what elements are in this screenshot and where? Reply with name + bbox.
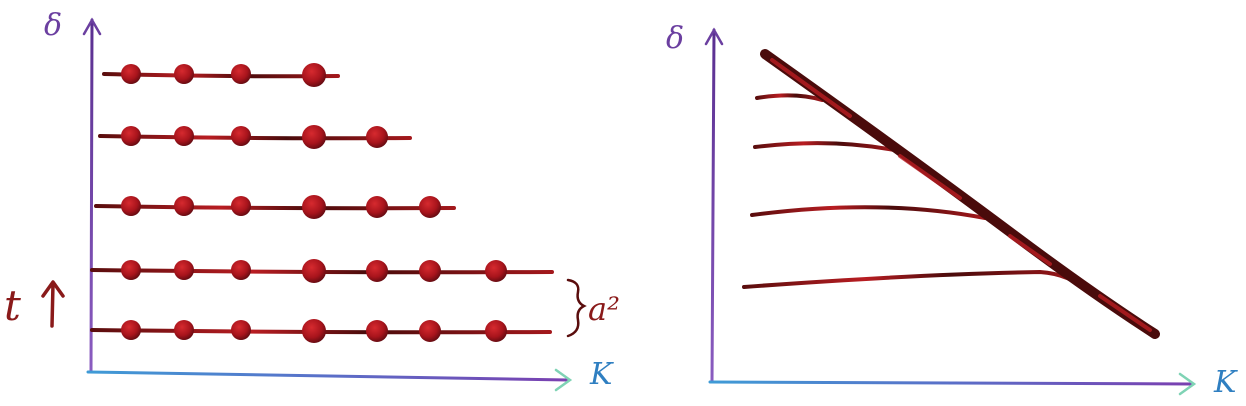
- left-x-axis: [86, 370, 570, 382]
- time-label: t: [4, 281, 21, 330]
- lattice-row-line: [94, 204, 456, 211]
- lattice-dot: [302, 125, 326, 149]
- lattice-dot: [302, 319, 326, 343]
- lattice-dot: [231, 196, 251, 216]
- lattice-dot: [174, 260, 194, 280]
- lattice-dot: [366, 126, 388, 148]
- left-y-axis-arrowhead: [82, 17, 102, 36]
- lattice-dot: [302, 259, 326, 283]
- spacing-brace-icon: [566, 278, 587, 338]
- lattice-dot: [174, 126, 194, 146]
- lattice-dot: [231, 260, 251, 280]
- spacing-label: a²: [588, 290, 620, 328]
- curve-3: [750, 205, 987, 220]
- lattice-dot: [302, 195, 326, 219]
- envelope-line-highlight: [770, 58, 1152, 332]
- lattice-dot: [366, 196, 388, 218]
- right-panel: δ K: [666, 21, 1238, 400]
- lattice-dot: [174, 320, 194, 340]
- lattice-dot: [231, 64, 251, 84]
- lattice-dot: [419, 260, 441, 282]
- lattice-dot: [366, 260, 388, 282]
- lattice-dot: [174, 196, 194, 216]
- right-y-axis-arrowhead: [704, 27, 724, 46]
- lattice-dot: [231, 126, 251, 146]
- right-x-axis-label: K: [1213, 365, 1238, 400]
- lattice-dot: [366, 320, 388, 342]
- left-y-axis-label: δ: [44, 8, 62, 43]
- lattice-dot: [302, 63, 326, 87]
- lattice-dot: [419, 196, 441, 218]
- lattice-dot: [485, 260, 507, 282]
- left-x-axis-arrowhead: [554, 368, 573, 392]
- lattice-dot: [485, 320, 507, 342]
- lattice-dot: [121, 260, 141, 280]
- left-y-axis: [89, 18, 94, 374]
- left-x-axis-label: K: [589, 357, 614, 392]
- lattice-dot: [121, 320, 141, 340]
- right-y-axis-label: δ: [666, 21, 684, 56]
- curve-4: [742, 269, 1090, 294]
- curve-2: [753, 141, 896, 152]
- curve-1: [755, 93, 824, 102]
- lattice-dot: [121, 64, 141, 84]
- left-panel: δ K t a²: [4, 8, 620, 392]
- lattice-dot: [231, 320, 251, 340]
- lattice-row-line: [98, 134, 412, 141]
- lattice-dot: [121, 126, 141, 146]
- lattice-dot: [419, 320, 441, 342]
- right-x-axis-arrowhead: [1178, 372, 1197, 396]
- time-arrow-icon: [41, 280, 65, 328]
- lattice-rows: [90, 63, 554, 343]
- lattice-dot: [174, 64, 194, 84]
- right-x-axis: [708, 380, 1194, 386]
- lattice-dot: [121, 196, 141, 216]
- right-y-axis: [710, 28, 716, 384]
